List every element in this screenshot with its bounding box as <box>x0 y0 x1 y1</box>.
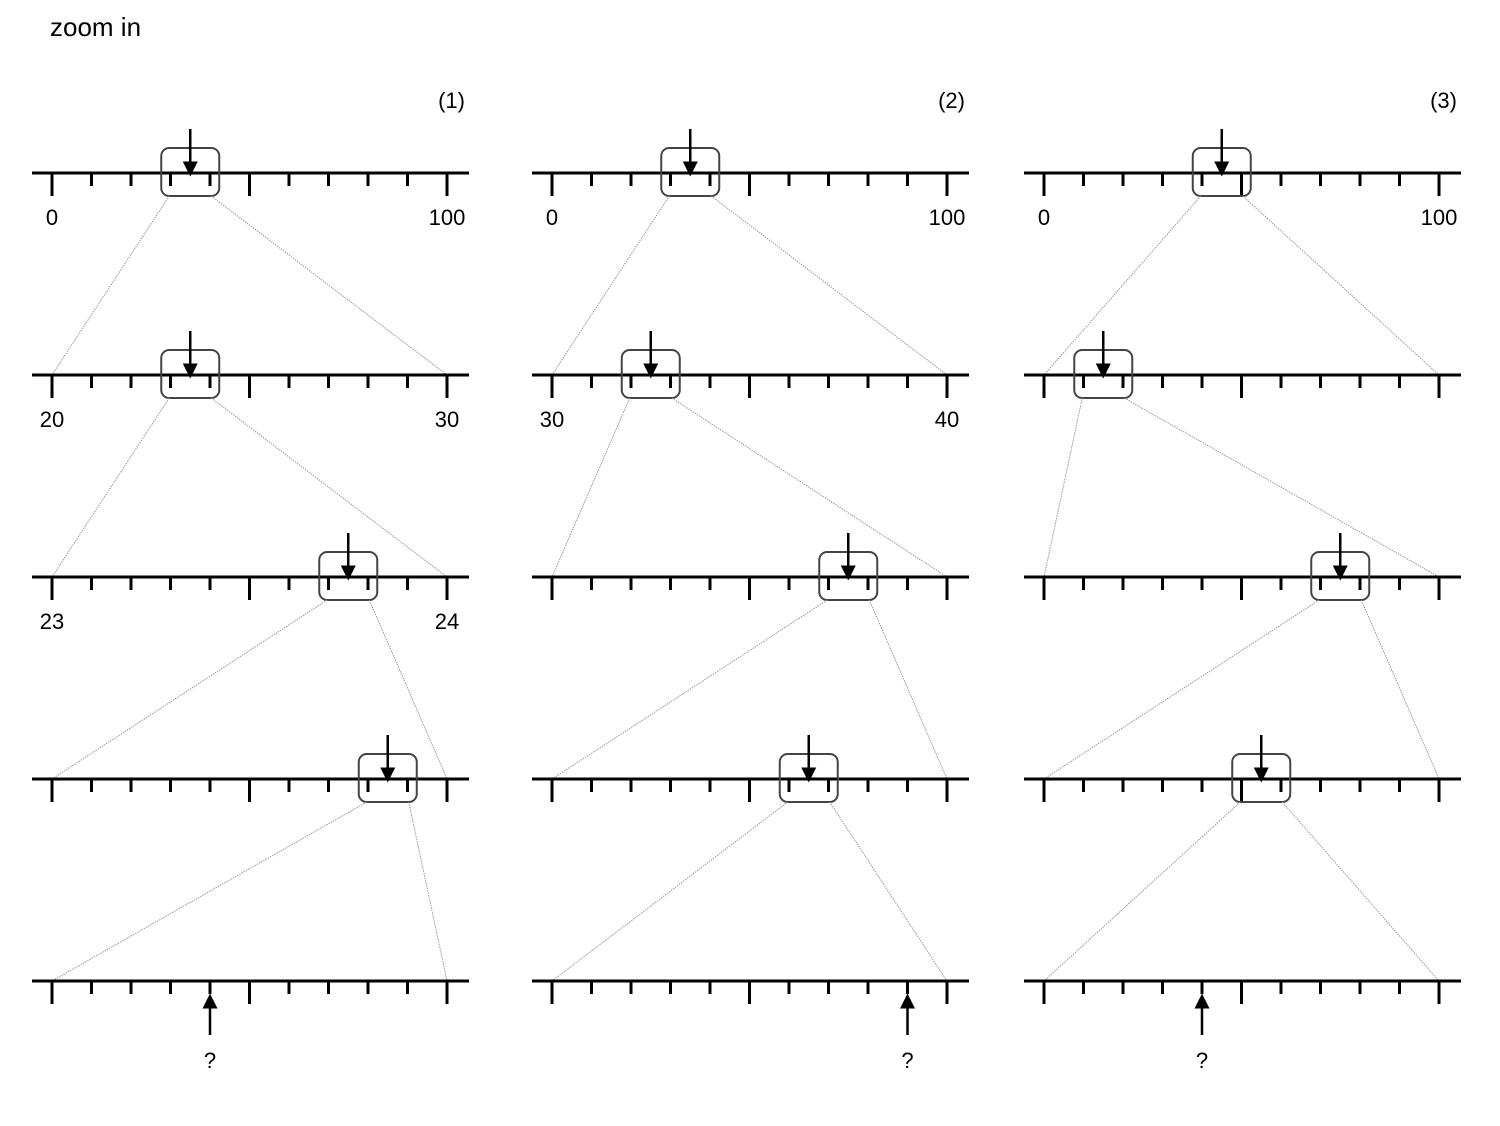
zoom-guide-line <box>51 599 328 780</box>
zoom-guide-line <box>1281 801 1440 982</box>
zoom-guide-line <box>368 599 448 780</box>
question-mark: ? <box>901 1048 913 1073</box>
zoom-guide-line <box>829 801 948 982</box>
right-label: 100 <box>929 205 966 230</box>
number-line: 0 100 <box>32 129 469 376</box>
zoom-guide-line <box>551 195 670 376</box>
number-line: ? <box>1024 979 1461 1073</box>
right-label: 40 <box>935 407 959 432</box>
zoom-guide-line <box>1043 397 1083 578</box>
zoom-guide-line <box>1360 599 1440 780</box>
panel-2: (2) 0 100 30 40? <box>532 88 969 1073</box>
zoom-guide-line <box>868 599 948 780</box>
left-label: 20 <box>40 407 64 432</box>
number-line: 0 100 <box>532 129 969 376</box>
panel-label: (2) <box>938 88 965 113</box>
zoom-guide-line <box>210 195 448 376</box>
question-mark: ? <box>1196 1048 1208 1073</box>
right-label: 100 <box>1421 205 1458 230</box>
panel-label: (3) <box>1430 88 1457 113</box>
zoom-guide-line <box>710 195 948 376</box>
left-label: 0 <box>46 205 58 230</box>
number-line <box>32 735 469 982</box>
zoom-guide-line <box>408 801 448 982</box>
zoom-guide-line <box>51 397 170 578</box>
right-label: 24 <box>435 609 459 634</box>
number-line <box>532 533 969 780</box>
left-label: 23 <box>40 609 64 634</box>
right-label: 30 <box>435 407 459 432</box>
zoom-guide-line <box>551 599 828 780</box>
zoom-guide-line <box>210 397 448 578</box>
left-label: 0 <box>1038 205 1050 230</box>
zoom-guide-line <box>51 801 367 982</box>
zoom-guide-line <box>1043 599 1320 780</box>
zoom-guide-line <box>1043 195 1202 376</box>
left-label: 0 <box>546 205 558 230</box>
zoom-guide-line <box>51 195 170 376</box>
question-mark: ? <box>204 1048 216 1073</box>
panel-label: (1) <box>438 88 465 113</box>
panel-3: (3) 0 100? <box>1024 88 1461 1073</box>
diagram-title: zoom in <box>50 12 142 42</box>
zoom-guide-line <box>1242 195 1440 376</box>
zoom-guide-line <box>1124 397 1440 578</box>
number-line: 30 40 <box>532 331 969 578</box>
zoom-guide-line <box>551 397 631 578</box>
number-line <box>1024 735 1461 982</box>
zoom-guide-line <box>551 801 789 982</box>
number-line <box>1024 533 1461 780</box>
number-line <box>1024 331 1461 578</box>
zoom-guide-line <box>1043 801 1241 982</box>
number-line: 0 100 <box>1024 129 1461 376</box>
right-label: 100 <box>429 205 466 230</box>
left-label: 30 <box>540 407 564 432</box>
number-line: 23 24 <box>32 533 469 780</box>
number-line: ? <box>32 979 469 1073</box>
number-line: ? <box>532 979 969 1073</box>
number-line <box>532 735 969 982</box>
zoom-guide-line <box>671 397 948 578</box>
